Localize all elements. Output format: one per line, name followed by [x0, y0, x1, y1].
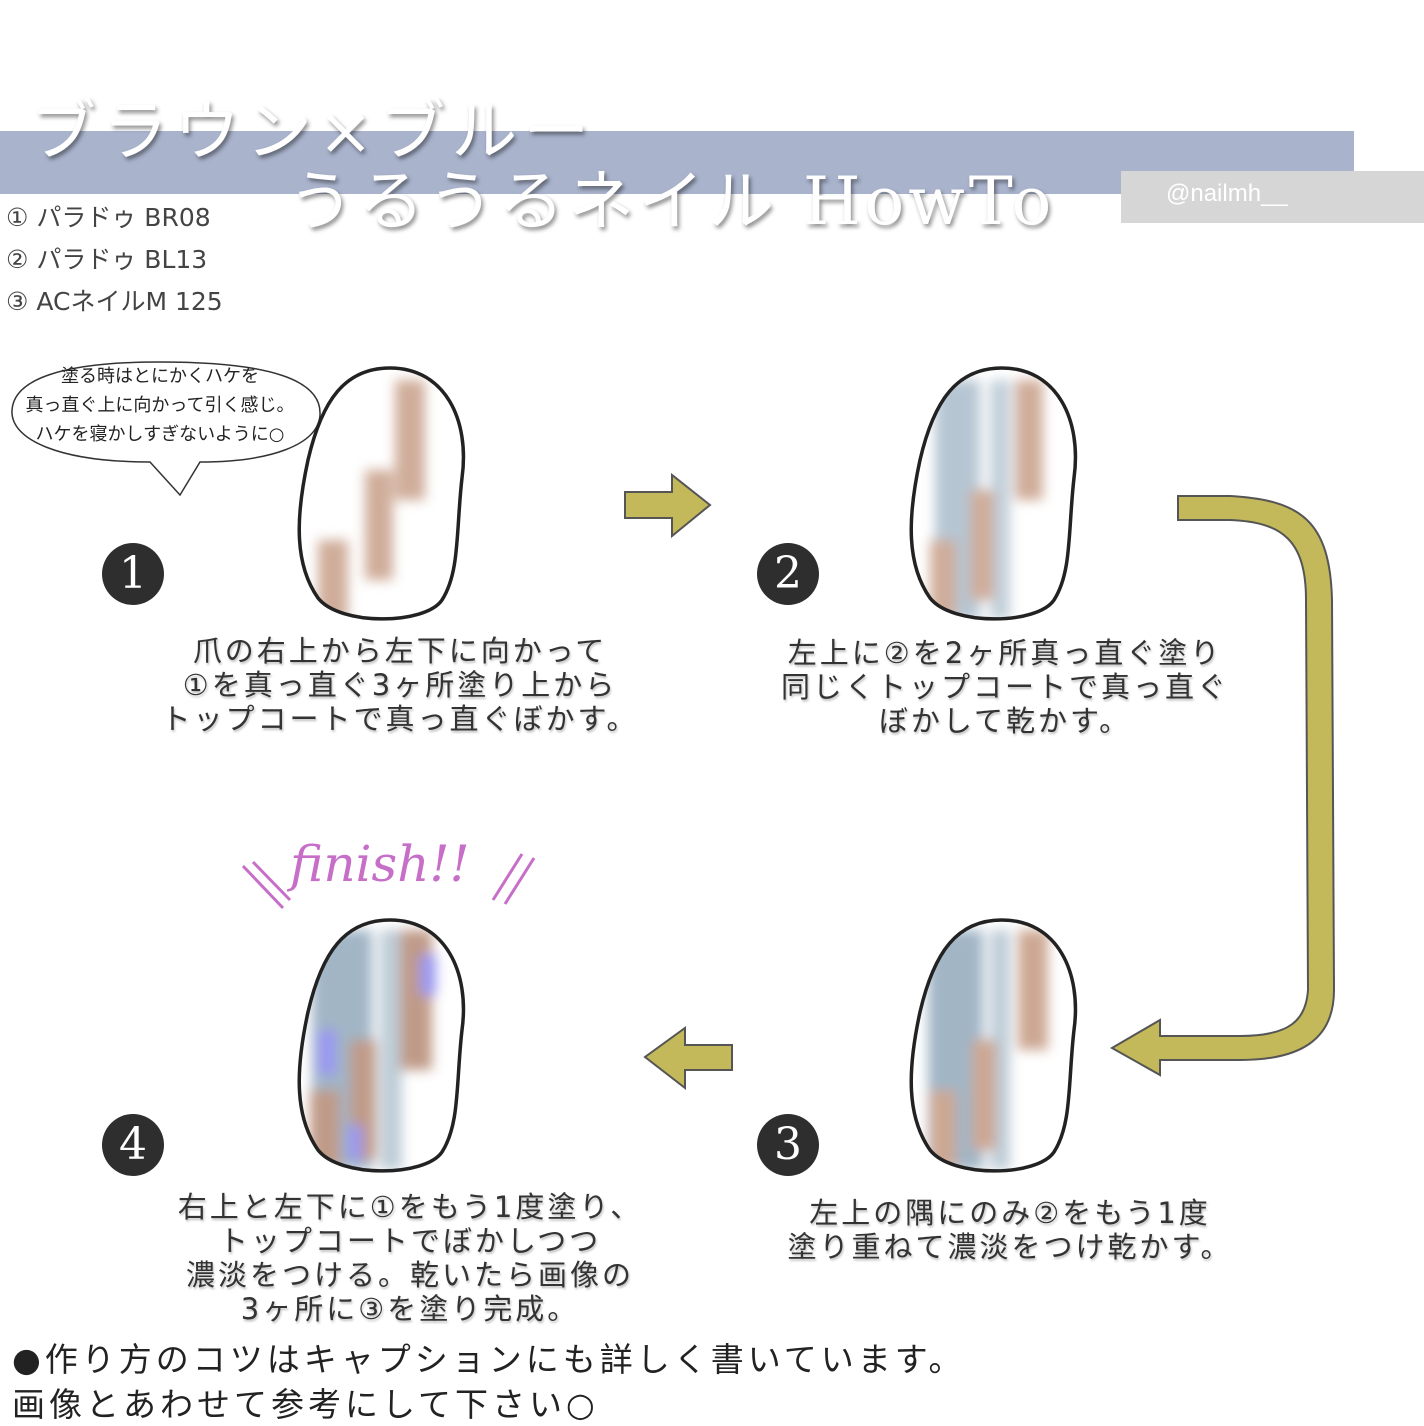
material-item: ① パラドゥ BR08 [6, 203, 211, 232]
caption-line: ①を真っ直ぐ3ヶ所塗り上から [182, 668, 618, 702]
footer-note-line2: 画像とあわせて参考にして下さい○ [12, 1385, 599, 1424]
step2-caption: 左上に②を2ヶ所真っ直ぐ塗り 同じくトップコートで真っ直ぐ ぼかして乾かす。 [750, 636, 1260, 738]
caption-line: ぼかして乾かす。 [878, 704, 1132, 738]
arrow-curved [1109, 495, 1336, 1077]
footer-note-line1: ●作り方のコツはキャプションにも詳しく書いています。 [12, 1340, 966, 1379]
caption-line: トップコートでぼかしつつ [218, 1224, 602, 1258]
step-number-3: 3 [757, 1114, 819, 1176]
material-item: ② パラドゥ BL13 [6, 245, 208, 274]
tip-line: 塗る時はとにかくハケを [61, 366, 259, 387]
caption-line: 3ヶ所に③を塗り完成。 [240, 1292, 580, 1326]
step3-caption: 左上の隅にのみ②をもう1度 塗り重ねて濃淡をつけ乾かす。 [760, 1196, 1260, 1264]
step4-caption: 右上と左下に①をもう1度塗り、 トップコートでぼかしつつ 濃淡をつける。乾いたら… [140, 1190, 680, 1326]
arrow-right [624, 472, 712, 539]
nail-step2-illustration [911, 368, 1076, 619]
tip-line: ハケを寝かしすぎないように○ [35, 424, 285, 445]
nail-step4-illustration [299, 920, 464, 1171]
speech-bubble [11, 361, 321, 497]
tip-line: 真っ直ぐ上に向かって引く感じ。 [25, 395, 295, 416]
caption-line: 左上に②を2ヶ所真っ直ぐ塗り [787, 636, 1223, 670]
page-title-line2: うるうるネイル HowTo [288, 163, 1056, 240]
page-title-line1: ブラウン×ブルー [30, 93, 596, 170]
caption-line: トップコートで真っ直ぐぼかす。 [161, 702, 639, 736]
tip-bubble-text: 塗る時はとにかくハケを 真っ直ぐ上に向かって引く感じ。 ハケを寝かしすぎないよう… [0, 362, 320, 449]
credit-handle: @nailmh__ [1166, 180, 1288, 207]
arrow-left [643, 1026, 733, 1091]
caption-line: 濃淡をつける。乾いたら画像の [185, 1258, 634, 1292]
caption-line: 左上の隅にのみ②をもう1度 [809, 1196, 1211, 1230]
finish-label: finish!! [290, 835, 470, 893]
caption-line: 塗り重ねて濃淡をつけ乾かす。 [787, 1230, 1233, 1264]
credit-box [1121, 171, 1424, 223]
material-item: ③ ACネイルM 125 [6, 287, 223, 316]
caption-line: 右上と左下に①をもう1度塗り、 [177, 1190, 643, 1224]
step-number-1: 1 [102, 543, 164, 605]
step1-caption: 爪の右上から左下に向かって ①を真っ直ぐ3ヶ所塗り上から トップコートで真っ直ぐ… [140, 634, 660, 736]
nail-step3-illustration [911, 920, 1076, 1171]
step-number-2: 2 [757, 543, 819, 605]
caption-line: 同じくトップコートで真っ直ぐ [780, 670, 1229, 704]
finish-sparkle [241, 853, 536, 910]
step-number-4: 4 [102, 1114, 164, 1176]
caption-line: 爪の右上から左下に向かって [192, 634, 608, 668]
